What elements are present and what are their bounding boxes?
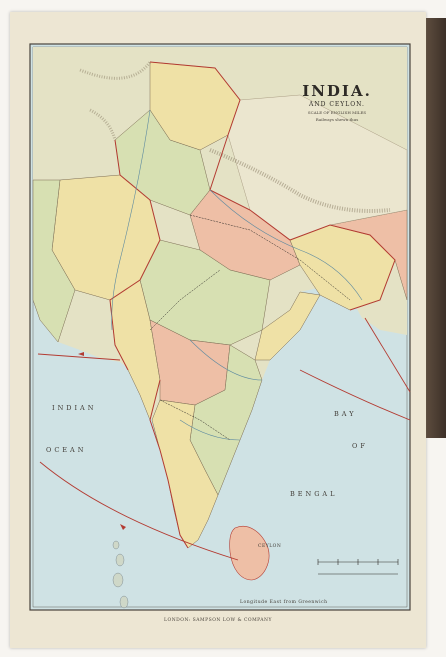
- rivers: [111, 109, 363, 441]
- map-frame: [29, 43, 411, 611]
- region-orissa: [254, 291, 321, 361]
- note-line: Railways shewn thus: [315, 117, 359, 122]
- sea-label-indian: INDIAN: [52, 404, 97, 412]
- political-boundary: [109, 61, 396, 549]
- sea-label-of: OF: [352, 442, 368, 450]
- sea-label-bengal: BENGAL: [290, 490, 338, 498]
- ceylon-label: CEYLON: [258, 544, 282, 549]
- scale-bar: [317, 559, 399, 575]
- sea-label-ocean: OCEAN: [46, 446, 87, 454]
- sea-label-bay: BAY: [334, 410, 357, 418]
- northern-mountains: [79, 61, 152, 141]
- maldive-islands: [112, 540, 129, 609]
- legend-line: SCALE OF ENGLISH MILES: [307, 110, 367, 115]
- publisher-footer: LONDON: SAMPSON LOW & COMPANY: [164, 618, 272, 623]
- route-arrows: [78, 352, 126, 530]
- railway-lines: [149, 214, 351, 441]
- longitude-note: Longitude East from Greenwich: [240, 600, 328, 605]
- map-title-block: INDIA. AND CEYLON. SCALE OF ENGLISH MILE…: [282, 82, 392, 122]
- shipping-routes: [37, 317, 411, 561]
- himalaya-hatching: [209, 148, 391, 213]
- region-baluchistan: [32, 179, 76, 343]
- ceylon-island: [229, 526, 270, 581]
- map-title: INDIA.: [302, 82, 372, 100]
- map-subtitle: AND CEYLON.: [309, 101, 365, 108]
